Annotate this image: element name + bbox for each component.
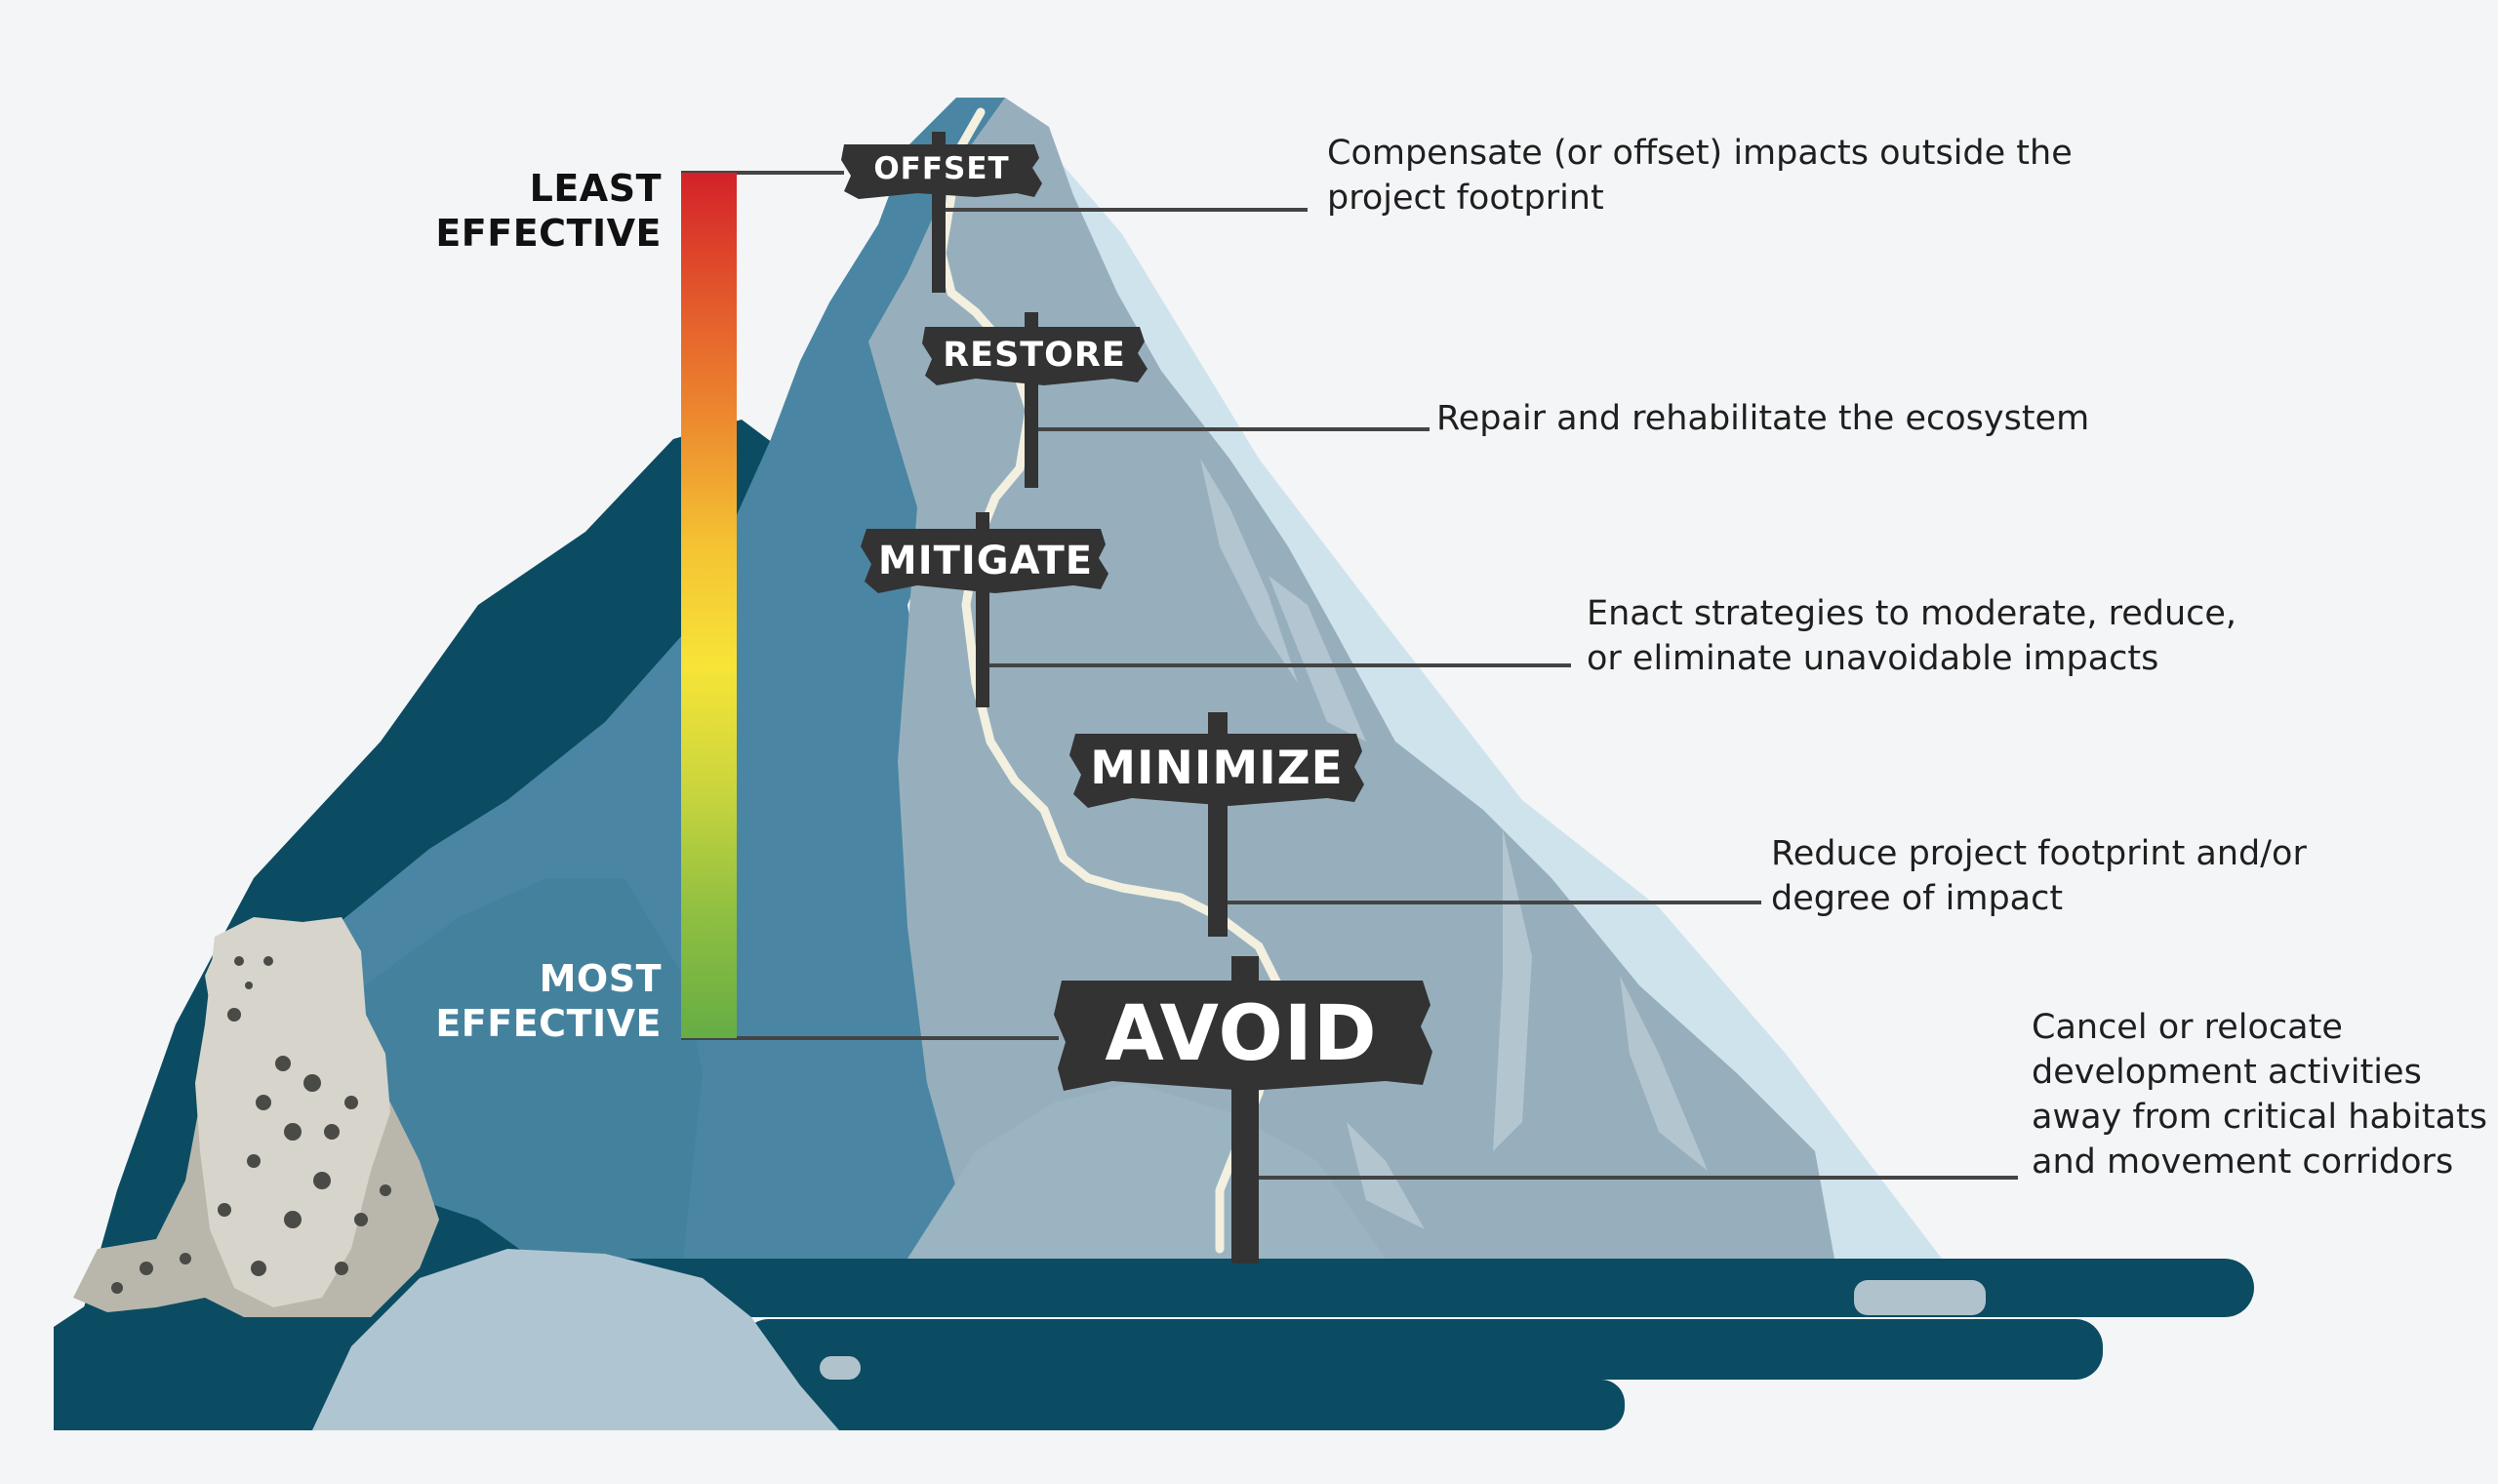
- sign-mitigate-label: MITIGATE: [878, 539, 1093, 583]
- minimize-description: Reduce project footprint and/or degree o…: [1771, 834, 2307, 918]
- mountain-pale-slope: [1005, 98, 1942, 1259]
- sign-avoid-label: AVOID: [1105, 990, 1377, 1078]
- mountain-front-mound: [907, 1083, 1386, 1259]
- ground-snow-patch-right: [1854, 1280, 1986, 1315]
- ground-pale-rock: [312, 1249, 839, 1430]
- restore-description: Repair and rehabilitate the ecosystem: [1436, 399, 2090, 438]
- ground: [54, 1200, 2254, 1430]
- snow-leopard-icon: [73, 917, 439, 1317]
- sign-restore-label: RESTORE: [943, 336, 1126, 375]
- avoid-description: Cancel or relocate development activitie…: [2032, 1008, 2487, 1182]
- most-effective-line-2: EFFECTIVE: [435, 1002, 662, 1045]
- ground-stripe-middle: [742, 1319, 2103, 1380]
- least-effective-line-1: LEAST: [529, 167, 662, 210]
- sign-mitigate: MITIGATE: [861, 529, 1108, 593]
- sign-offset-label: OFFSET: [873, 151, 1009, 186]
- least-effective-label: LEAST EFFECTIVE: [271, 166, 662, 256]
- ground-snow-patch-left: [820, 1356, 861, 1380]
- mitigate-description: Enact strategies to moderate, reduce, or…: [1587, 594, 2237, 678]
- least-effective-line-2: EFFECTIVE: [435, 212, 662, 255]
- sign-restore: RESTORE: [922, 327, 1148, 385]
- most-effective-line-1: MOST: [539, 957, 662, 1000]
- connector-lines: [681, 171, 2018, 1180]
- sign-minimize: MINIMIZE: [1069, 734, 1364, 808]
- mountain-light-face: [868, 98, 1834, 1259]
- sign-minimize-label: MINIMIZE: [1090, 742, 1344, 795]
- sign-avoid: AVOID: [1054, 981, 1432, 1091]
- offset-description: Compensate (or offset) impacts outside t…: [1327, 134, 2073, 218]
- ground-stripe-top: [507, 1259, 2254, 1317]
- effectiveness-scale-bar: [681, 173, 737, 1038]
- most-effective-label: MOST EFFECTIVE: [271, 956, 662, 1046]
- sign-offset: OFFSET: [841, 144, 1042, 199]
